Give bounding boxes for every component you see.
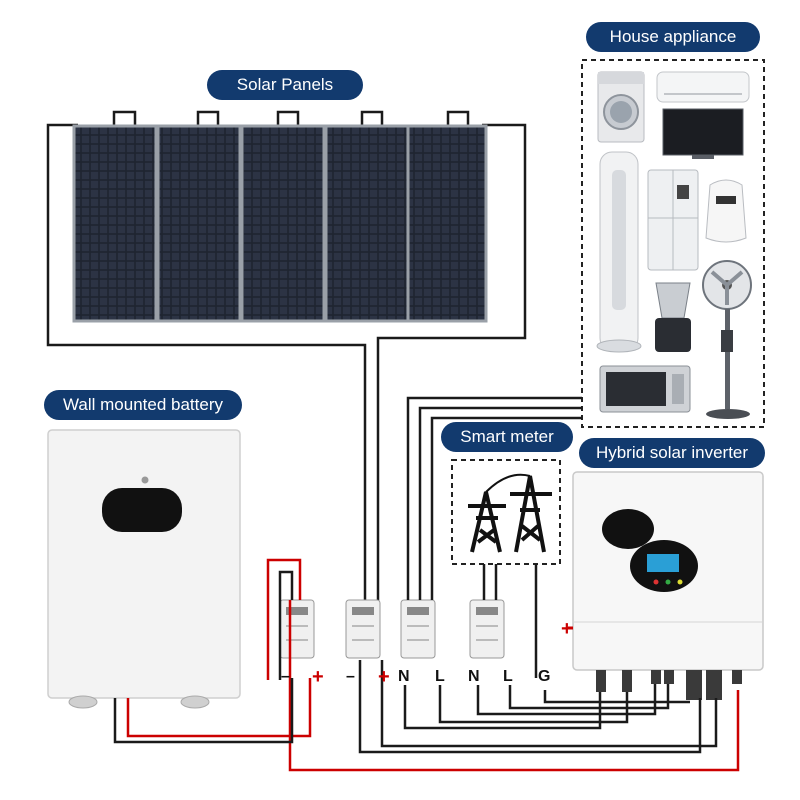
solar-panel-icon — [324, 124, 410, 323]
energy-meter-icon — [469, 599, 505, 659]
solar-panel-icon — [72, 124, 158, 323]
tv-icon — [662, 108, 744, 159]
label-hybrid-inverter: Hybrid solar inverter — [579, 438, 765, 468]
air-fryer-icon — [705, 179, 747, 243]
pv-wiring — [46, 110, 527, 605]
energy-meter-icon — [345, 599, 381, 659]
terminal-grid-n: N — [468, 668, 480, 685]
solar-panel-icon — [406, 124, 488, 323]
appliances — [596, 71, 752, 419]
terminal-battery-plus: + — [312, 666, 324, 688]
microwave-icon — [599, 365, 691, 413]
ac-dc-wiring — [113, 396, 740, 772]
washing-machine-icon — [597, 71, 645, 143]
blender-icon — [655, 282, 691, 352]
energy-meter-icon — [279, 599, 315, 659]
solar-panel-icon — [240, 124, 326, 323]
terminal-load-l: L — [435, 668, 445, 685]
label-wall-battery: Wall mounted battery — [44, 390, 242, 420]
solar-panel-array — [72, 124, 488, 323]
battery-icon — [47, 429, 241, 709]
terminal-grid-l: L — [503, 668, 513, 685]
refrigerator-icon — [647, 169, 699, 271]
tower-fan-icon — [596, 151, 642, 353]
terminal-labels: – + – + N L N L G + — [281, 618, 573, 688]
terminal-pv-plus: + — [378, 666, 390, 688]
terminal-pv-minus: – — [346, 668, 355, 685]
pedestal-fan-icon — [702, 260, 752, 419]
solar-panel-icon — [156, 124, 242, 323]
label-solar-panels: Solar Panels — [207, 70, 363, 100]
transmission-tower-icon — [468, 473, 552, 553]
terminal-load-n: N — [398, 668, 410, 685]
appliance-group-frame — [581, 59, 765, 428]
air-conditioner-icon — [656, 71, 750, 103]
terminal-battery-minus: – — [281, 668, 290, 685]
label-smart-meter: Smart meter — [441, 422, 573, 452]
terminal-ground: G — [538, 668, 550, 685]
energy-meters — [279, 599, 505, 659]
label-house-appliance: House appliance — [586, 22, 760, 52]
energy-meter-icon — [400, 599, 436, 659]
inverter-icon — [572, 471, 764, 700]
inverter-plus-mark: + — [561, 618, 573, 640]
smart-meter-frame — [451, 459, 561, 565]
